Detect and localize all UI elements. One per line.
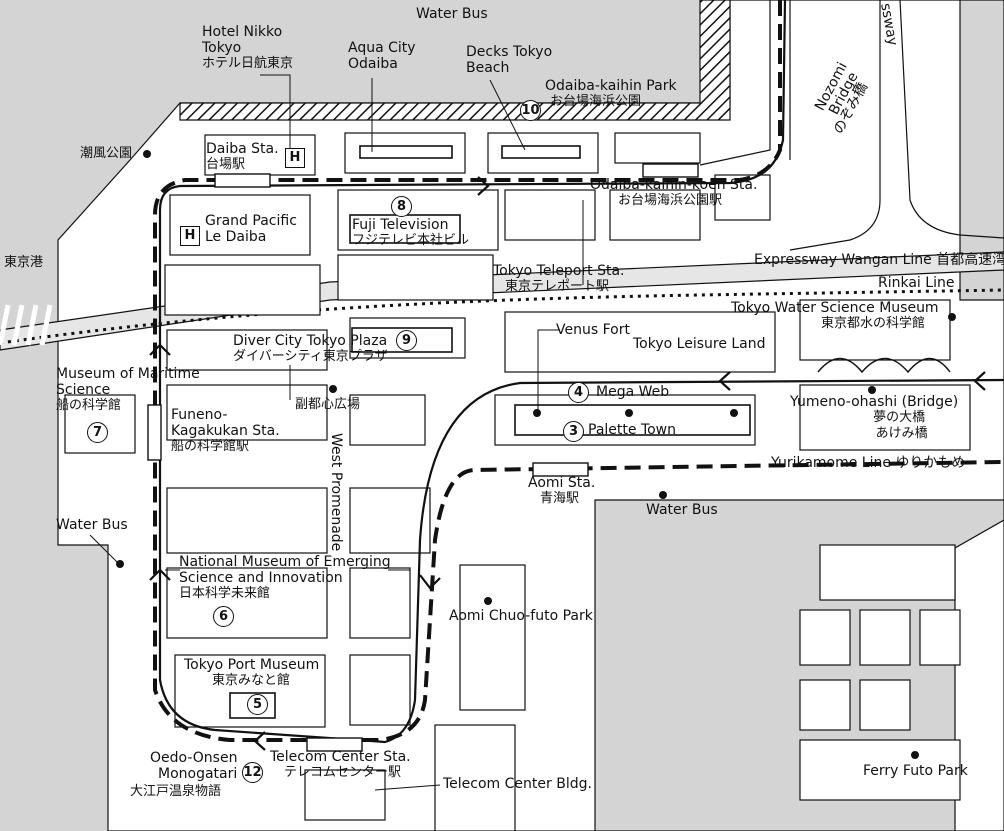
spot-number-5: 5 (247, 694, 268, 715)
water-right (959, 0, 1004, 301)
expressway-band (0, 251, 1004, 351)
yurikamome-line-label: Yurikamome Line ゆりかもめ (771, 455, 966, 471)
yumeno-ohashi-marker (868, 386, 876, 394)
shiokaze-park-marker (143, 150, 151, 158)
telecom-center-bldg-label: Telecom Center Bldg. (443, 776, 592, 792)
rinkai-line-label: Rinkai Line (878, 275, 955, 291)
spot-number-8: 8 (391, 196, 412, 217)
aomi-chuo-futo-park-label: Aomi Chuo-futo Park (449, 608, 593, 624)
fukutoshin-plaza-marker (329, 385, 337, 393)
mega-web-marker (625, 409, 633, 417)
water-bus-mid-marker (659, 491, 667, 499)
telecom-center-sta-label: Telecom Center Sta. テレコムセンター駅 (270, 749, 411, 780)
odaiba-kaihin-park-label: Odaiba-kaihin Park お台場海浜公園 (545, 78, 677, 109)
venus-fort-label: Venus Fort (556, 322, 630, 338)
water-bus-label-left: Water Bus (56, 517, 128, 533)
funeno-kagakukan-sta-label: Funeno- Kagakukan Sta. 船の科学館駅 (171, 407, 280, 454)
water-bus-left-marker (116, 560, 124, 568)
hotel-nikko-icon: H (285, 148, 305, 168)
yumeno-ohashi-label: Yumeno-ohashi (Bridge) 夢の大橋 あけみ橋 (790, 394, 959, 441)
spot-number-12: 12 (242, 762, 263, 783)
odaiba-kaihin-koen-sta-label: Odaiba-kaihin-koen Sta. お台場海浜公園駅 (590, 177, 758, 208)
decks-tokyo-label: Decks Tokyo Beach (466, 44, 553, 76)
tokyo-port-label: 東京港 (4, 255, 44, 270)
aomi-chuo-futo-park-marker (484, 597, 492, 605)
seawall-hatch (179, 0, 731, 121)
grand-pacific-label: Grand Pacific Le Daiba (205, 213, 297, 245)
miraikan-label: National Museum of Emerging Science and … (179, 554, 391, 601)
oedo-onsen-label: Oedo-Onsen Monogatari (150, 750, 238, 782)
spot-number-3: 3 (563, 421, 584, 442)
yurikamome-track (153, 0, 1004, 742)
spot-number-4: 4 (568, 382, 589, 403)
expressway-wangan-label: Expressway Wangan Line 首都高速湾 (754, 252, 1004, 268)
palette-town-label: Palette Town (588, 422, 676, 438)
fukutoshin-plaza-label: 副都心広場 (295, 397, 361, 412)
route-arrows (149, 176, 986, 751)
spot-number-6: 6 (213, 606, 234, 627)
mega-web-label: Mega Web (596, 384, 670, 400)
shiokaze-park-label: 潮風公園 (80, 146, 133, 161)
spot-number-7: 7 (87, 422, 108, 443)
tokyo-leisure-land-label: Tokyo Leisure Land (633, 336, 766, 352)
building-outlines (229, 145, 751, 719)
expressway-curve (789, 0, 1004, 251)
tokyo-teleport-sta-label: Tokyo Teleport Sta. 東京テレポート駅 (493, 263, 625, 294)
water-bus-label-top: Water Bus (416, 6, 488, 22)
museum-maritime-science-label: Museum of Maritime Science 船の科学館 (56, 366, 200, 413)
rinkai-line (0, 288, 1004, 345)
venus-fort-marker (533, 409, 541, 417)
spot-number-10: 10 (520, 100, 541, 121)
ferry-futo-park-label: Ferry Futo Park (863, 763, 968, 779)
diver-city-label: Diver City Tokyo Plaza ダイバーシティ東京プラザ (233, 333, 388, 364)
water-bus-label-mid: Water Bus (646, 502, 718, 518)
tokyo-port-museum-label: Tokyo Port Museum 東京みなと館 (184, 657, 320, 688)
grand-pacific-hotel-icon: H (180, 226, 200, 246)
aomi-sta-label: Aomi Sta. 青海駅 (528, 475, 596, 506)
stations (147, 163, 699, 752)
leader-lines (89, 74, 584, 791)
bus-route (158, 0, 1004, 744)
nozomi-bridge-road (699, 0, 791, 166)
bridge-hatch (0, 304, 53, 346)
fuji-television-label: Fuji Television フジテレビ本社ビル (352, 217, 470, 248)
aqua-city-label: Aqua City Odaiba (348, 40, 416, 72)
tokyo-leisure-land-marker (730, 409, 738, 417)
west-promenade-label: West Promenade (328, 433, 344, 552)
spot-number-9: 9 (396, 330, 417, 351)
bridge-arches (817, 357, 951, 374)
oedo-onsen-ja-label: 大江戸温泉物語 (130, 784, 222, 799)
hotel-nikko-label: Hotel Nikko Tokyo ホテル日航東京 (202, 24, 294, 71)
daiba-sta-label: Daiba Sta. 台場駅 (206, 141, 279, 172)
water-science-museum-marker (948, 313, 956, 321)
water-science-museum-label: Tokyo Water Science Museum 東京都水の科学館 (731, 300, 939, 331)
ferry-futo-park-marker (911, 751, 919, 759)
